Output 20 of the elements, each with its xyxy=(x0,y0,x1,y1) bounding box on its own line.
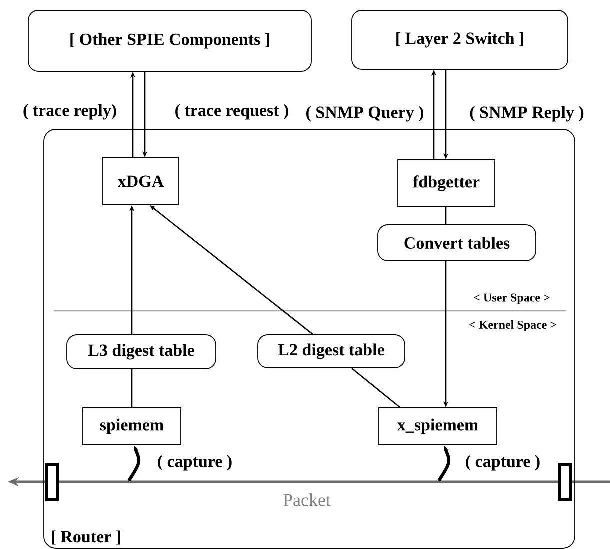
space-label: < Kernel Space > xyxy=(470,320,556,332)
space-label: < User Space > xyxy=(474,294,550,304)
edge-label: ( trace request ) xyxy=(174,103,290,121)
process-box: spiemem xyxy=(82,408,182,446)
packet-label: Packet xyxy=(284,494,331,506)
port-box xyxy=(558,463,572,501)
edge-label: ( SNMP Query ) xyxy=(304,105,426,123)
edge-label: ( trace reply) xyxy=(22,103,118,121)
port-box xyxy=(45,463,59,501)
process-box: x_spiemem xyxy=(378,408,498,446)
component-box: Convert tables xyxy=(378,224,536,262)
component-box: [ Layer 2 Switch ] xyxy=(352,10,568,70)
edge-label: ( SNMP Reply ) xyxy=(468,105,586,123)
process-box: xDGA xyxy=(102,158,180,206)
process-box: fdbgetter xyxy=(398,160,496,208)
edge-label: ( capture ) xyxy=(464,454,542,472)
component-box: L2 digest table xyxy=(258,334,406,368)
component-box: L3 digest table xyxy=(66,334,216,370)
edge-label: ( capture ) xyxy=(156,454,234,472)
component-box: [ Other SPIE Components ] xyxy=(28,10,312,72)
